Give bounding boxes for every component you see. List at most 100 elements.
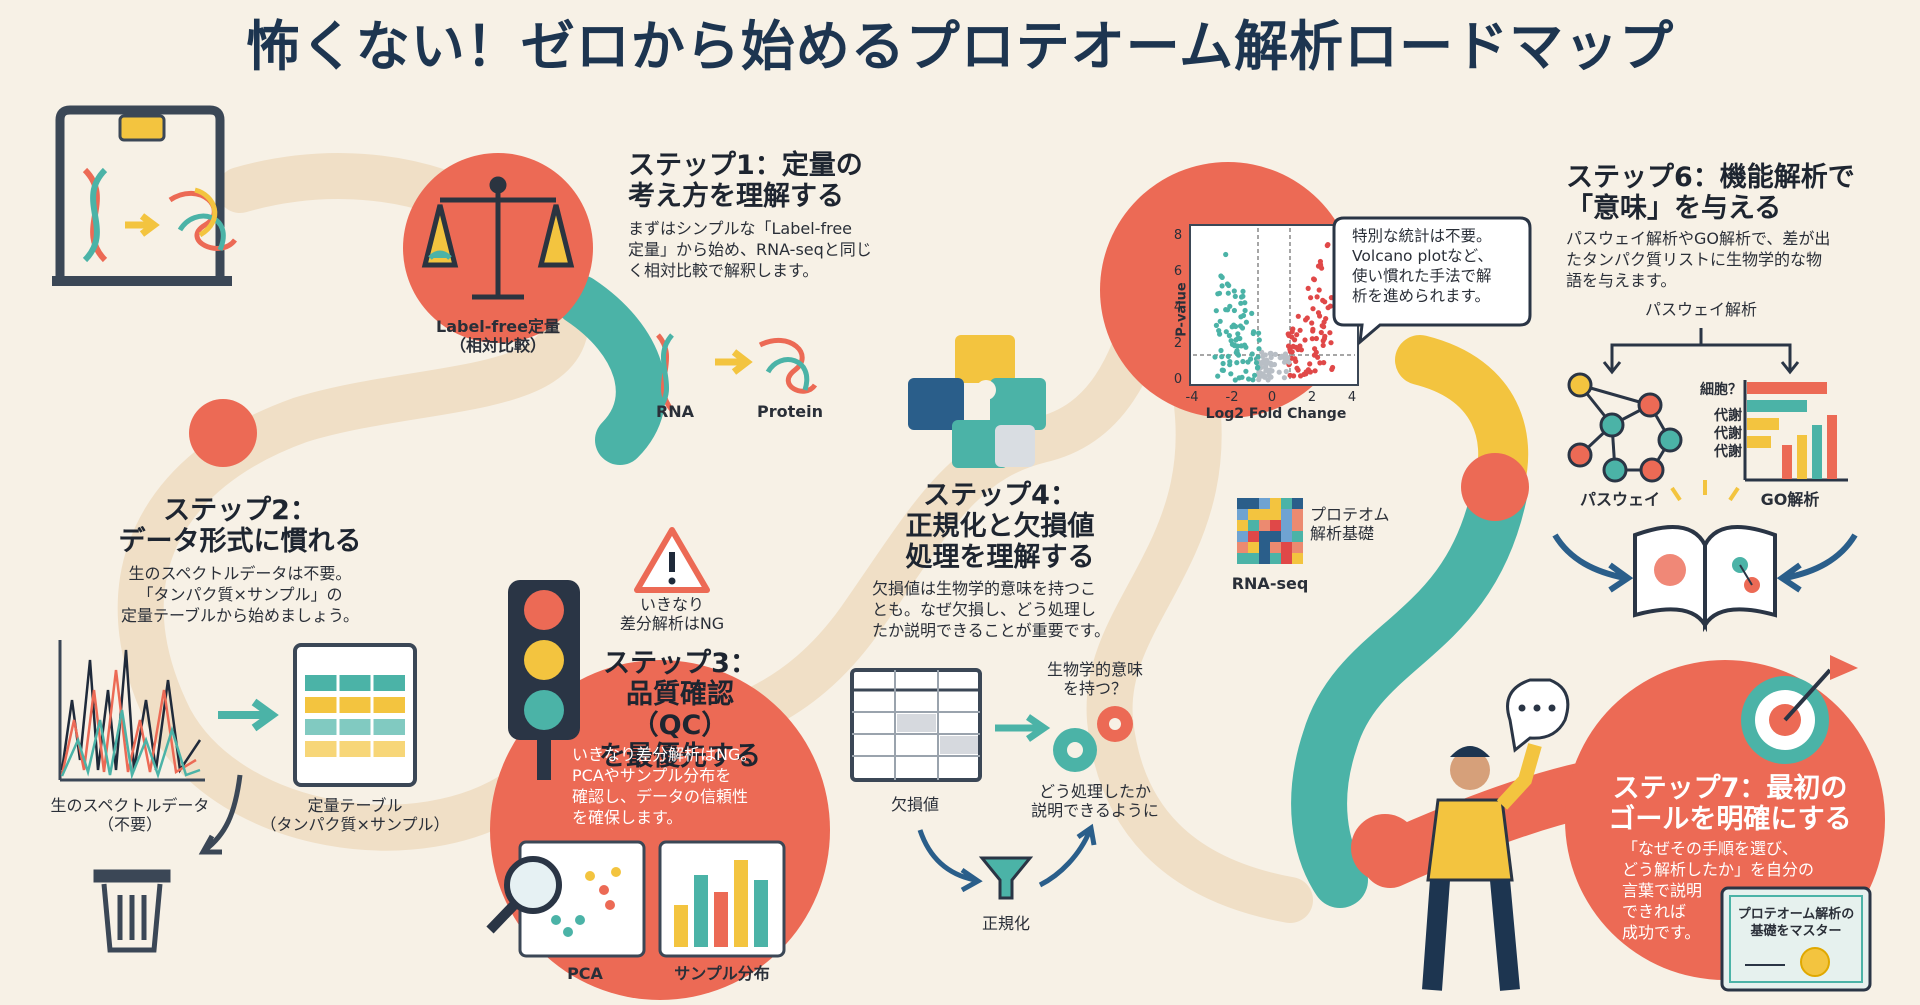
volcano-point — [1246, 376, 1252, 382]
spectrum-label: 生のスペクトルデータ （不要） — [30, 796, 230, 834]
volcano-point — [1263, 362, 1269, 368]
step5-bubble-line: 使い慣れた手法で解 — [1352, 267, 1492, 285]
volcano-point — [1294, 332, 1300, 338]
table-label-line: （タンパク質×サンプル） — [260, 815, 450, 834]
proteome-label-line: プロテオム — [1310, 505, 1390, 524]
proteome-label-line: 解析基礎 — [1310, 524, 1375, 543]
heatmap-cell — [1237, 542, 1248, 553]
volcano-point — [1308, 295, 1314, 301]
volcano-point — [1234, 348, 1240, 354]
heatmap-cell — [1237, 498, 1248, 509]
step3-heading-line: 品質確認（QC） — [626, 679, 734, 741]
heatmap-cell — [1270, 542, 1281, 553]
funnel-icon — [978, 856, 1034, 900]
volcano-point — [1238, 314, 1244, 320]
volcano-point — [1212, 354, 1218, 360]
volcano-point — [1310, 328, 1316, 334]
step5-bubble-line: 析を進められます。 — [1352, 287, 1490, 305]
volcano-point — [1276, 369, 1282, 375]
heatmap-cell — [1270, 498, 1281, 509]
step2-heading-line: ステップ2： — [163, 495, 317, 526]
volcano-point — [1227, 359, 1233, 365]
person-icon — [1422, 743, 1542, 991]
step7-body: 「なぜその手順を選び、 どう解析したか」を自分の 言葉で説明 できれば 成功です… — [1622, 838, 1814, 943]
heatmap-cell — [1281, 542, 1292, 553]
distribution-label: サンプル分布 — [674, 964, 770, 983]
volcano-point — [1219, 354, 1225, 360]
volcano-x-tick: 4 — [1347, 390, 1357, 405]
target-icon — [1741, 655, 1858, 764]
biological-meaning-label: 生物学的意味 を持つ？ — [1030, 660, 1160, 698]
step6-heading-line: ステップ6：機能解析で — [1566, 162, 1855, 193]
volcano-point — [1235, 331, 1241, 337]
step2-body-line: 「タンパク質×サンプル」の — [137, 585, 343, 604]
step4-heading-line: 処理を理解する — [905, 542, 1095, 573]
volcano-point — [1321, 319, 1327, 325]
step3-body: いきなり差分解析はNG。 PCAやサンプル分布を 確認し、データの信頼性 を確保… — [572, 744, 756, 828]
volcano-point — [1261, 358, 1267, 364]
step7-body-line: できれば — [1622, 902, 1687, 921]
volcano-point — [1291, 373, 1297, 379]
milestone-dot — [189, 399, 257, 467]
volcano-point — [1322, 299, 1328, 305]
volcano-point — [1252, 372, 1258, 378]
volcano-y-tick: 8 — [1173, 228, 1183, 243]
step7-body-line: 成功です。 — [1622, 923, 1701, 942]
heatmap-cell — [1270, 553, 1281, 564]
step1-circle-line: （相対比較） — [449, 336, 546, 355]
volcano-point — [1316, 287, 1322, 293]
protein-icon — [168, 187, 237, 251]
volcano-point — [1249, 351, 1255, 357]
arrow-icon — [125, 213, 160, 237]
volcano-point — [1217, 318, 1223, 324]
volcano-point — [1226, 333, 1232, 339]
step5-bubble-line: Volcano plotなど、 — [1352, 247, 1493, 265]
heatmap-cell — [1281, 520, 1292, 531]
heatmap-cell — [1281, 553, 1292, 564]
arrow-icon — [917, 823, 1097, 893]
volcano-point — [1219, 283, 1225, 289]
volcano-point — [1213, 308, 1219, 314]
volcano-point — [1256, 337, 1262, 343]
bracket-arrows — [1602, 328, 1800, 375]
heatmap-cell — [1292, 509, 1303, 520]
volcano-point — [1242, 342, 1248, 348]
heatmap-cell — [1259, 531, 1270, 542]
protein-icon — [758, 337, 818, 394]
biological-meaning-line: を持つ？ — [1062, 679, 1127, 698]
spectrum-icon — [58, 640, 205, 782]
step1-circle-line: Label-free定量 — [436, 317, 560, 336]
step6-body-line: パスウェイ解析やGO解析で、差が出 — [1566, 229, 1831, 248]
volcano-point — [1240, 358, 1246, 365]
volcano-point — [1312, 346, 1318, 352]
step7-body-line: 「なぜその手順を選び、 — [1622, 839, 1799, 858]
volcano-point — [1307, 361, 1313, 367]
go-term: 代謝 — [1714, 426, 1742, 442]
heatmap-cell — [1259, 498, 1270, 509]
trash-icon — [93, 869, 171, 953]
volcano-point — [1245, 359, 1251, 365]
volcano-point — [1310, 306, 1316, 312]
volcano-y-tick: 0 — [1173, 372, 1183, 387]
volcano-point — [1281, 375, 1287, 381]
volcano-point — [1239, 325, 1246, 331]
heatmap-cell — [1237, 531, 1248, 542]
protein-label: Protein — [757, 402, 823, 421]
step3-body-line: 確認し、データの信頼性 — [572, 787, 749, 806]
volcano-point — [1311, 276, 1317, 282]
volcano-point — [1266, 371, 1272, 377]
spectrum-label-line: （不要） — [97, 815, 162, 834]
volcano-point — [1219, 367, 1225, 373]
volcano-point — [1283, 368, 1289, 375]
heatmap-cell — [1259, 520, 1270, 531]
dna-icon — [82, 167, 108, 263]
volcano-point — [1329, 366, 1335, 372]
explain-label-line: どう処理したか — [1038, 782, 1151, 801]
speech-bubble-icon — [1332, 216, 1532, 346]
volcano-x-tick: -2 — [1225, 390, 1239, 405]
volcano-point — [1215, 373, 1221, 379]
step7-body-line: 言葉で説明 — [1622, 881, 1703, 900]
volcano-point — [1254, 365, 1261, 371]
volcano-point — [1218, 347, 1224, 354]
